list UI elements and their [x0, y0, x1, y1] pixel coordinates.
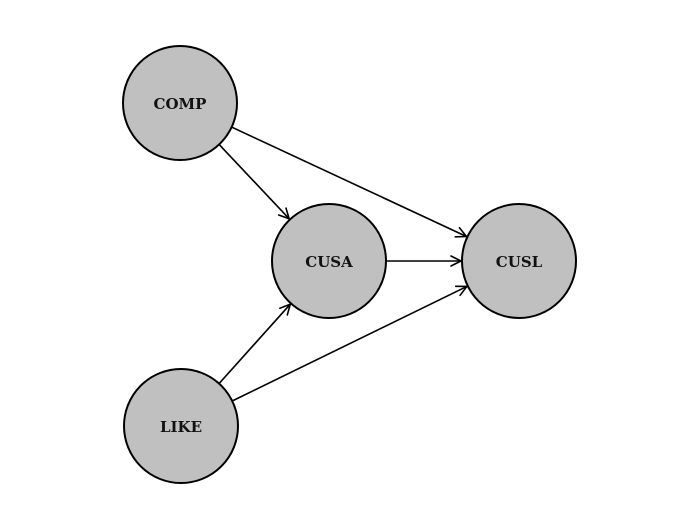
node-comp-circle	[122, 45, 238, 161]
node-cusl-circle	[461, 203, 577, 319]
node-cusl-label: CUSL	[496, 253, 543, 271]
edges	[218, 126, 469, 402]
node-cusa-circle	[271, 203, 387, 319]
edge-like-to-cusa	[218, 302, 292, 384]
arrowhead-icon	[277, 207, 291, 221]
node-comp-label: COMP	[154, 95, 207, 113]
node-cusa-label: CUSA	[305, 253, 353, 271]
node-like-circle	[123, 368, 239, 484]
node-comp: COMP	[122, 45, 238, 161]
edge-line	[218, 144, 290, 220]
node-like-label: LIKE	[160, 418, 202, 436]
edge-comp-to-cusa	[218, 144, 291, 221]
edge-line	[232, 285, 468, 402]
node-cusl: CUSL	[461, 203, 577, 319]
nodes: COMP CUSA CUSL LIKE	[122, 45, 577, 484]
node-like: LIKE	[123, 368, 239, 484]
edge-line	[231, 126, 467, 238]
edge-cusa-to-cusl	[386, 255, 463, 267]
edge-line	[218, 303, 291, 384]
node-cusa: CUSA	[271, 203, 387, 319]
